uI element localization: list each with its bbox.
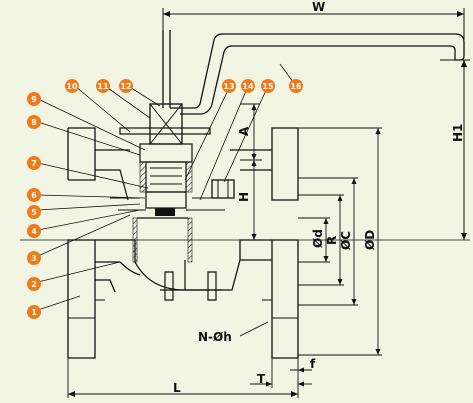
svg-text:15: 15	[262, 82, 274, 91]
callout-7: 7	[27, 156, 41, 170]
label-nh: N-Øh	[198, 330, 232, 344]
label-l: L	[173, 381, 181, 395]
dimension-a-h	[240, 103, 262, 240]
label-h: H	[237, 192, 251, 202]
svg-text:6: 6	[31, 191, 37, 200]
svg-text:5: 5	[31, 208, 37, 217]
label-f: f	[310, 357, 316, 371]
svg-text:10: 10	[66, 82, 78, 91]
dimension-l	[67, 358, 299, 398]
dimension-h1	[440, 59, 470, 240]
svg-text:1: 1	[31, 308, 37, 317]
svg-text:4: 4	[31, 227, 37, 236]
label-a: A	[237, 126, 251, 136]
svg-text:8: 8	[31, 118, 37, 127]
svg-text:7: 7	[31, 159, 37, 168]
label-w: W	[312, 0, 325, 14]
callout-15: 15	[261, 79, 275, 93]
valve-body	[67, 127, 299, 359]
callout-14: 14	[241, 79, 255, 93]
callout-11: 11	[96, 79, 110, 93]
svg-text:11: 11	[97, 82, 109, 91]
callouts: 1 2 3 4 5 6 7 8 9 10 11 12 13 14 15 16	[27, 79, 303, 319]
callout-4: 4	[27, 224, 41, 238]
svg-text:16: 16	[290, 82, 302, 91]
callout-5: 5	[27, 205, 41, 219]
callout-leaders	[37, 63, 297, 311]
flange-dimensions	[298, 127, 382, 356]
callout-1: 1	[27, 305, 41, 319]
dimension-t-f	[250, 358, 312, 388]
label-t: T	[257, 372, 266, 386]
body-bolt	[211, 179, 235, 199]
callout-8: 8	[27, 115, 41, 129]
callout-13: 13	[222, 79, 236, 93]
bolt-hole-leader	[239, 321, 269, 337]
label-r: R	[325, 236, 339, 245]
svg-text:14: 14	[242, 82, 254, 91]
stem-assembly	[110, 103, 228, 216]
label-c: ØC	[339, 231, 353, 250]
callout-3: 3	[27, 251, 41, 265]
svg-text:3: 3	[31, 254, 37, 263]
svg-text:13: 13	[223, 82, 234, 91]
dimension-w	[162, 8, 465, 40]
callout-12: 12	[119, 79, 133, 93]
svg-text:2: 2	[31, 280, 37, 289]
svg-text:12: 12	[120, 82, 131, 91]
lever-handle	[162, 30, 465, 115]
callout-16: 16	[289, 79, 303, 93]
label-d: Ød	[311, 229, 325, 248]
label-dd: ØD	[363, 230, 377, 250]
svg-text:9: 9	[31, 95, 37, 104]
callout-9: 9	[27, 92, 41, 106]
callout-6: 6	[27, 188, 41, 202]
label-h1: H1	[451, 124, 465, 142]
callout-2: 2	[27, 277, 41, 291]
callout-10: 10	[65, 79, 79, 93]
